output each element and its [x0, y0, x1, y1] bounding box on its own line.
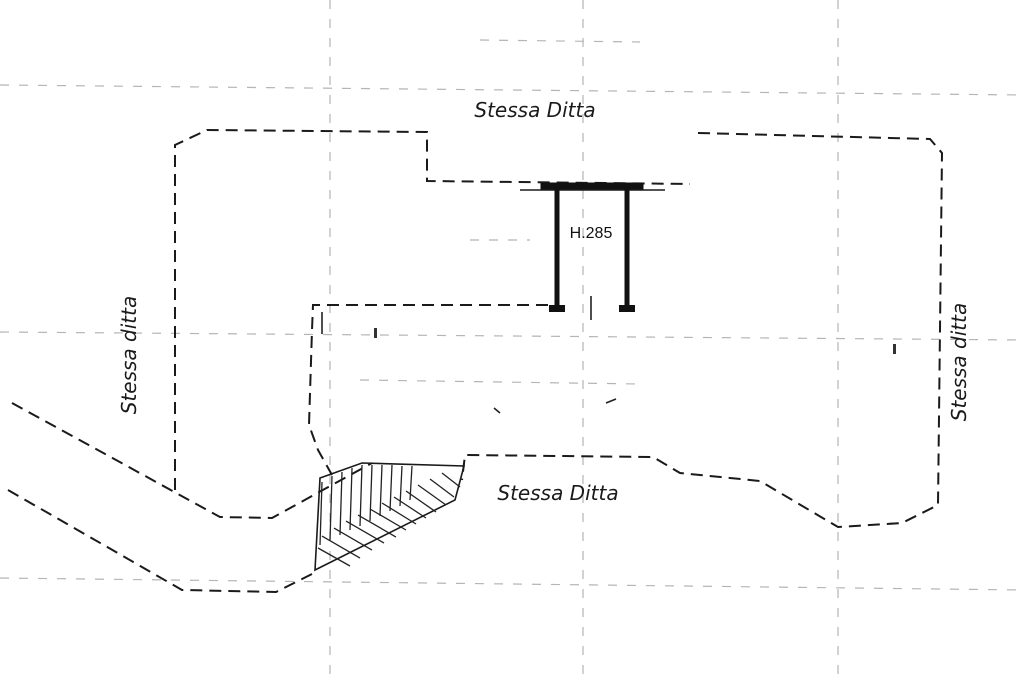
- canopy-structure: H.285: [520, 182, 665, 320]
- ramp-hatch-line: [393, 496, 427, 519]
- ramp-hatch-line: [417, 484, 447, 506]
- grid-line-top: [0, 84, 1024, 96]
- survey-speck: [374, 328, 377, 338]
- survey-speck: [893, 344, 896, 354]
- ramp-outline: [314, 462, 466, 572]
- small-tick: [605, 398, 617, 404]
- ramp-hatch-line: [349, 467, 353, 531]
- ramp-hatch-line: [441, 472, 461, 488]
- ramp-hatch-line: [319, 481, 323, 546]
- grid-dash-lower: [359, 379, 641, 385]
- left-neighbor-label: Stessa ditta: [117, 296, 141, 415]
- ramp-hatch-line: [381, 502, 417, 525]
- construction-marks: [321, 312, 896, 414]
- small-tick: [493, 407, 501, 414]
- ramp-hatch-line: [329, 475, 333, 541]
- grid-line-middle: [0, 331, 1024, 341]
- ramp-hatch-line: [339, 471, 343, 536]
- road-edge-lower: [7, 489, 313, 594]
- ramp-hatch-line: [357, 514, 397, 538]
- ramp-hatch-line: [389, 464, 393, 512]
- ramp-hatch-line: [399, 465, 403, 507]
- ramp-hatch-line: [321, 535, 361, 559]
- property-boundary: [174, 128, 944, 529]
- canopy-height-label: H.285: [570, 225, 613, 242]
- ramp-hatch-line: [369, 508, 407, 531]
- ramp-hatch-line: [345, 520, 385, 544]
- grid-line-bottom: [0, 577, 1024, 591]
- inner-building-outline: [307, 304, 548, 476]
- grid-dash-upper: [479, 39, 641, 43]
- top-neighbor-label: Stessa Ditta: [474, 98, 595, 122]
- ramp-hatch-line: [379, 464, 383, 517]
- ramp-hatch-line: [317, 547, 351, 567]
- bottom-neighbor-label: Stessa Ditta: [497, 481, 618, 505]
- ramp-hatch-line: [333, 527, 373, 551]
- ramp-hatch-line: [405, 490, 437, 513]
- post-foot-left: [549, 305, 565, 312]
- hatched-ramp: [314, 462, 466, 572]
- ramp-hatch-line: [429, 478, 455, 498]
- post-foot-right: [619, 305, 635, 312]
- ramp-hatch-line: [369, 464, 373, 522]
- right-neighbor-label: Stessa ditta: [947, 303, 971, 422]
